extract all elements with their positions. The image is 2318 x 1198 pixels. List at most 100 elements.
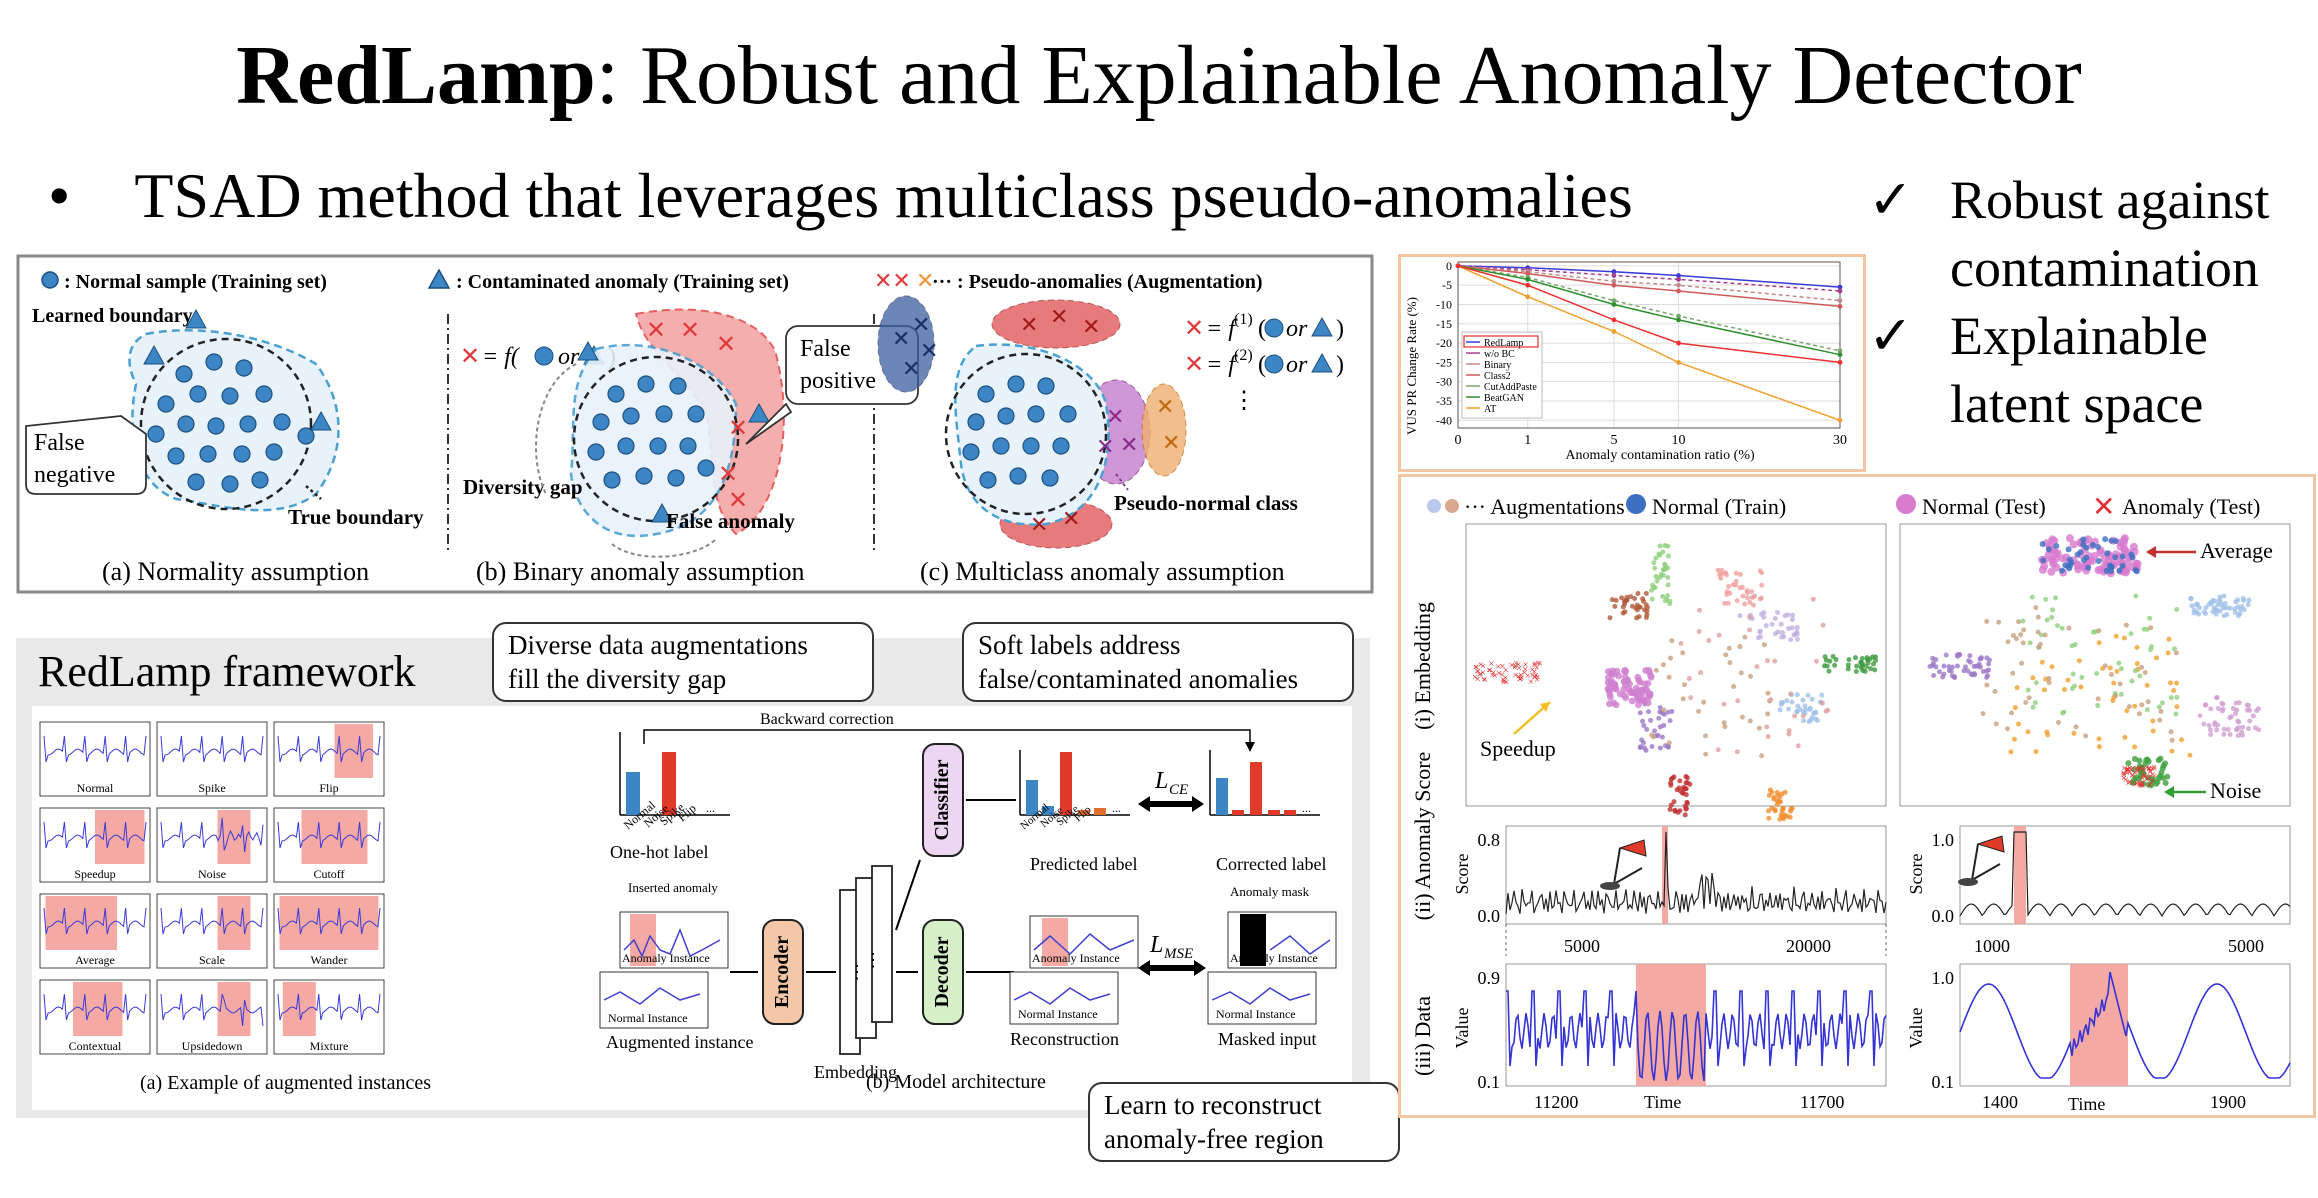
svg-text:×: × <box>1503 677 1509 689</box>
svg-text:×: × <box>1515 659 1521 671</box>
svg-text:×: × <box>2138 780 2144 792</box>
svg-text:False anomaly: False anomaly <box>666 509 795 533</box>
svg-text:×: × <box>2149 763 2155 775</box>
svg-text:×: × <box>2146 763 2152 775</box>
augmentation-label: Cutoff <box>313 867 344 881</box>
svg-text:×: × <box>1534 674 1540 686</box>
svg-text:Embedding: Embedding <box>814 1062 897 1082</box>
svg-text:×: × <box>2123 774 2129 786</box>
multiclass-assumption-diagram: ✕✕✕✕ ✕✕✕ ✕✕✕ ✕✕ ✕✕ ✕ = f (1) ( or ) ✕ = … <box>877 295 1344 549</box>
x-tick-label: 1 <box>1524 433 1531 448</box>
svg-text:0.8: 0.8 <box>1478 830 1501 850</box>
series-point <box>1676 282 1681 288</box>
series-point <box>1676 273 1681 278</box>
svg-text:×: × <box>1499 669 1505 681</box>
svg-text:5000: 5000 <box>2228 936 2264 956</box>
svg-text:Time: Time <box>2068 1094 2105 1112</box>
y-tick-label: -15 <box>1436 317 1452 331</box>
svg-text:(ii) Anomaly Score: (ii) Anomaly Score <box>1410 752 1435 921</box>
svg-text:Normal (Train): Normal (Train) <box>1652 494 1786 519</box>
svg-text:✕: ✕ <box>902 356 920 381</box>
svg-text:×: × <box>2139 762 2145 774</box>
svg-text:×: × <box>1502 672 1508 684</box>
pseudo-anomaly-icon: ✕✕ <box>874 268 911 293</box>
series-point <box>1837 417 1843 423</box>
svg-text:Learned boundary: Learned boundary <box>32 305 193 327</box>
series-point <box>1611 302 1617 307</box>
svg-text:✕: ✕ <box>1184 352 1204 378</box>
svg-text:×: × <box>1521 667 1527 679</box>
svg-text:×: × <box>1509 660 1515 672</box>
svg-text:×: × <box>2151 771 2157 783</box>
svg-text:×: × <box>2140 780 2146 792</box>
series-point <box>1837 359 1843 365</box>
series-point <box>1611 269 1617 275</box>
svg-text:×: × <box>1513 670 1519 682</box>
svg-text:Backward correction: Backward correction <box>760 711 894 728</box>
svg-text:×: × <box>2138 778 2144 790</box>
svg-text:): ) <box>1336 316 1344 342</box>
svg-text:×: × <box>1474 665 1480 677</box>
svg-text:Diversity gap: Diversity gap <box>463 475 583 499</box>
svg-text:×: × <box>2135 766 2141 778</box>
svg-text:×: × <box>2142 771 2148 783</box>
series-point <box>1676 276 1681 282</box>
series-point <box>1611 273 1617 278</box>
lamp-icon <box>1958 835 2005 886</box>
svg-text:×: × <box>2140 770 2146 782</box>
svg-text:1.0: 1.0 <box>1932 830 1955 850</box>
series-point <box>1611 278 1617 284</box>
svg-text:×: × <box>2145 773 2151 785</box>
svg-text:Value: Value <box>1906 1007 1926 1048</box>
svg-text:×: × <box>2146 764 2152 776</box>
svg-text:×: × <box>1518 673 1524 685</box>
svg-text:×: × <box>2125 764 2131 776</box>
svg-text:False: False <box>34 430 85 456</box>
svg-text:×: × <box>1533 669 1539 681</box>
svg-text:or: or <box>1286 352 1308 378</box>
svg-text:×: × <box>1486 664 1492 676</box>
augmentation-label: Flip <box>319 781 338 795</box>
series-point <box>1525 294 1531 300</box>
svg-text:L: L <box>1149 932 1163 958</box>
legend-entry: BeatGAN <box>1484 393 1524 404</box>
svg-text:×: × <box>1512 662 1518 674</box>
encoder-block <box>762 919 804 1025</box>
svg-text:Score: Score <box>1906 853 1926 894</box>
svg-text:Anomaly Instance: Anomaly Instance <box>1032 951 1120 965</box>
svg-text:×: × <box>1496 667 1502 679</box>
svg-text:: Contaminated anomaly (Traini: : Contaminated anomaly (Training set) <box>456 271 789 293</box>
augmentation-cell-wander: Wander <box>273 893 385 969</box>
svg-text:Predicted label: Predicted label <box>1030 854 1137 874</box>
svg-text:×: × <box>1473 662 1479 674</box>
vus-pr-chart: VUS PR Change Rate (%) Anomaly contamina… <box>1404 259 1847 463</box>
svg-text:0.9: 0.9 <box>1478 968 1501 988</box>
svg-text:0.0: 0.0 <box>1932 906 1955 926</box>
series-point <box>1676 317 1681 323</box>
svg-text:Anomaly Instance: Anomaly Instance <box>622 951 710 965</box>
series-point <box>1611 298 1617 304</box>
svg-text:Pseudo-normal class: Pseudo-normal class <box>1114 491 1298 515</box>
svg-text:Normal (Test): Normal (Test) <box>1922 494 2046 519</box>
svg-text:×: × <box>2134 778 2140 790</box>
svg-text:1.0: 1.0 <box>1932 968 1955 988</box>
svg-text:✕: ✕ <box>1020 312 1038 337</box>
svg-text:✕: ✕ <box>1156 394 1174 419</box>
svg-text:✕: ✕ <box>680 318 700 344</box>
main-bullet: • TSAD method that leverages multiclass … <box>48 160 1633 231</box>
svg-text:✕: ✕ <box>646 318 666 344</box>
augmentation-cell-contextual: Contextual <box>39 979 151 1055</box>
svg-text:×: × <box>1512 661 1518 673</box>
svg-text:×: × <box>2137 780 2143 792</box>
svg-text:×: × <box>2135 764 2141 776</box>
svg-text:×: × <box>2144 774 2150 786</box>
svg-text:×: × <box>1487 664 1493 676</box>
check-icon: ✓ <box>1868 306 1914 366</box>
svg-text:×: × <box>2144 762 2150 774</box>
svg-text:×: × <box>1532 658 1538 670</box>
one-hot-label-chart: Normal Noise Spike Flip ... One-hot labe… <box>610 732 730 862</box>
svg-text:0.1: 0.1 <box>1478 1072 1501 1092</box>
svg-text:(iii) Data: (iii) Data <box>1410 996 1435 1076</box>
svg-text:1000: 1000 <box>1974 936 2010 956</box>
